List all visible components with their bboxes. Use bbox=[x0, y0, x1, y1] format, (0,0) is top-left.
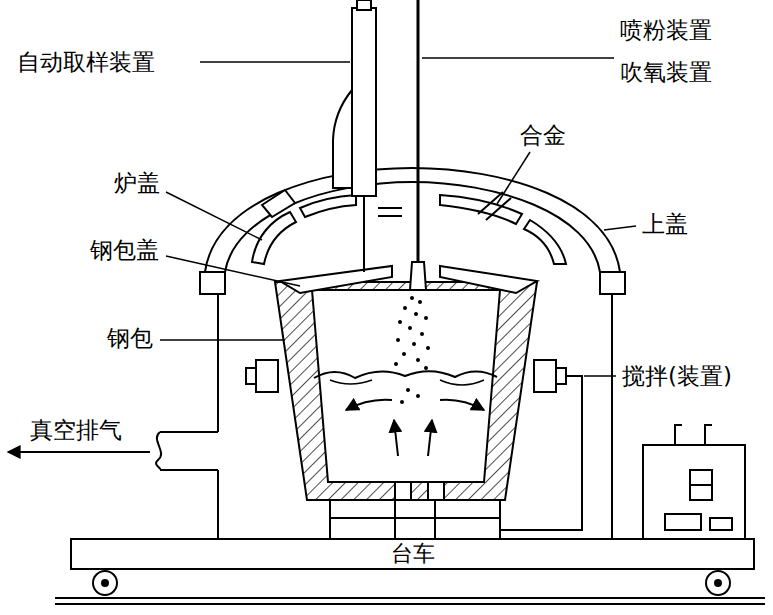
part-label: 合金 bbox=[518, 122, 568, 148]
control-cabinet bbox=[643, 425, 745, 540]
lance bbox=[417, 0, 420, 264]
wheel bbox=[93, 571, 730, 595]
surface-wave bbox=[330, 380, 484, 385]
part-label: 上盖 bbox=[640, 211, 690, 237]
part-label: 搅拌(装置) bbox=[620, 363, 734, 389]
trunnion bbox=[246, 360, 566, 392]
steel-surface bbox=[314, 371, 497, 378]
part-label: 真空排气 bbox=[28, 417, 124, 443]
ladle-cover bbox=[280, 266, 537, 293]
ladle-wall bbox=[275, 282, 537, 500]
bottom-nozzle bbox=[395, 482, 444, 500]
rail bbox=[55, 598, 765, 604]
part-label: 炉盖 bbox=[112, 170, 162, 196]
node-text: 台车 bbox=[391, 541, 435, 566]
part-label: 钢包盖 bbox=[88, 237, 161, 263]
furnace-cover bbox=[252, 190, 566, 264]
upper-cover bbox=[200, 168, 625, 294]
stirring-wire bbox=[500, 376, 582, 530]
flow-arrow bbox=[346, 400, 484, 456]
part-label: 吹氧装置 bbox=[618, 59, 714, 85]
ladle-inside bbox=[312, 290, 500, 482]
part-label: 喷粉装置 bbox=[618, 17, 714, 43]
cart-bar: 台车 bbox=[70, 538, 755, 569]
part-label: 钢包 bbox=[105, 325, 155, 351]
sampler bbox=[333, 0, 376, 272]
ladle-support bbox=[330, 500, 500, 540]
alloy-chute bbox=[478, 192, 511, 220]
exhaust-arrow bbox=[8, 451, 150, 453]
powder-spray bbox=[394, 296, 430, 404]
leader-line bbox=[160, 58, 636, 376]
part-label: 自动取样装置 bbox=[15, 49, 157, 75]
lance-nozzle bbox=[410, 262, 426, 290]
